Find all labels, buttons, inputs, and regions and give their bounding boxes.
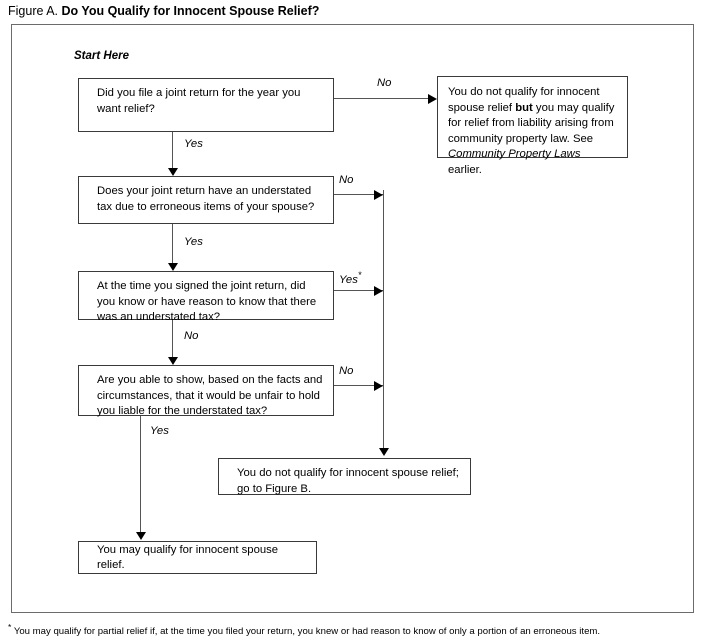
- figure-caption-main: Do You Qualify for Innocent Spouse Relie…: [61, 4, 320, 18]
- edge-q2-yes-line: [172, 224, 173, 266]
- edge-label-q4-no: No: [339, 365, 354, 377]
- figure-caption: Figure A. Do You Qualify for Innocent Sp…: [8, 3, 319, 19]
- decision-box-understated-tax: Does your joint return have an understat…: [78, 176, 334, 224]
- decision-box-reason-to-know-text: At the time you signed the joint return,…: [97, 280, 317, 323]
- footnote-marker-q3: *: [357, 270, 362, 280]
- edge-q4-no-line: [334, 385, 384, 386]
- edge-label-q3-no: No: [184, 330, 199, 342]
- edge-q2-no-line: [334, 194, 384, 195]
- edge-q2-yes-arrowhead: [168, 263, 178, 271]
- edge-q3-no-line: [172, 320, 173, 360]
- edge-label-q1-yes: Yes: [184, 138, 203, 150]
- edge-q3-yes-arrowhead: [374, 286, 383, 296]
- decision-box-unfair-to-hold-liable: Are you able to show, based on the facts…: [78, 365, 334, 417]
- edge-label-q4-yes: Yes: [150, 425, 169, 437]
- decision-box-joint-return: Did you file a joint return for the year…: [78, 78, 334, 132]
- outcome-box-may-qualify-text: You may qualify for innocent spouse reli…: [97, 543, 279, 572]
- edge-q4-yes-line: [140, 416, 141, 533]
- trunk-line-to-figure-b: [383, 190, 384, 448]
- edge-q1-yes-arrowhead: [168, 168, 178, 176]
- outcome-box-community-property: You do not qualify for innocent spouse r…: [437, 76, 628, 176]
- footnote-star: *: [8, 622, 12, 632]
- edge-q2-no-arrowhead: [374, 190, 383, 200]
- decision-box-reason-to-know: At the time you signed the joint return,…: [78, 271, 334, 323]
- trunk-arrowhead-to-figure-b: [379, 448, 389, 456]
- edge-q4-yes-arrowhead: [136, 532, 146, 540]
- edge-q3-no-arrowhead: [168, 357, 178, 365]
- edge-label-q3-yes: Yes*: [339, 270, 362, 286]
- outcome-box-figure-b-text: You do not qualify for innocent spouse r…: [237, 467, 459, 495]
- decision-box-joint-return-text: Did you file a joint return for the year…: [97, 87, 301, 115]
- outcome-box-figure-b: You do not qualify for innocent spouse r…: [218, 458, 471, 495]
- edge-q1-no-arrowhead: [428, 94, 437, 104]
- edge-q3-yes-line: [334, 290, 384, 291]
- edge-q4-no-arrowhead: [374, 381, 383, 391]
- start-here-label: Start Here: [74, 50, 129, 62]
- edge-q1-no-line: [334, 98, 428, 99]
- edge-label-q1-no: No: [377, 77, 392, 89]
- edge-q1-yes-line: [172, 132, 173, 168]
- outcome-box-community-property-text: You do not qualify for innocent spouse r…: [448, 86, 615, 176]
- decision-box-understated-tax-text: Does your joint return have an understat…: [97, 185, 315, 213]
- footnote-text: You may qualify for partial relief if, a…: [13, 626, 601, 638]
- figure-caption-lead: Figure A.: [8, 4, 59, 18]
- footnote: * You may qualify for partial relief if,…: [8, 621, 600, 638]
- edge-label-q2-no: No: [339, 174, 354, 186]
- edge-label-q2-yes: Yes: [184, 236, 203, 248]
- decision-box-unfair-to-hold-liable-text: Are you able to show, based on the facts…: [97, 374, 323, 417]
- outcome-box-may-qualify: You may qualify for innocent spouse reli…: [78, 541, 317, 574]
